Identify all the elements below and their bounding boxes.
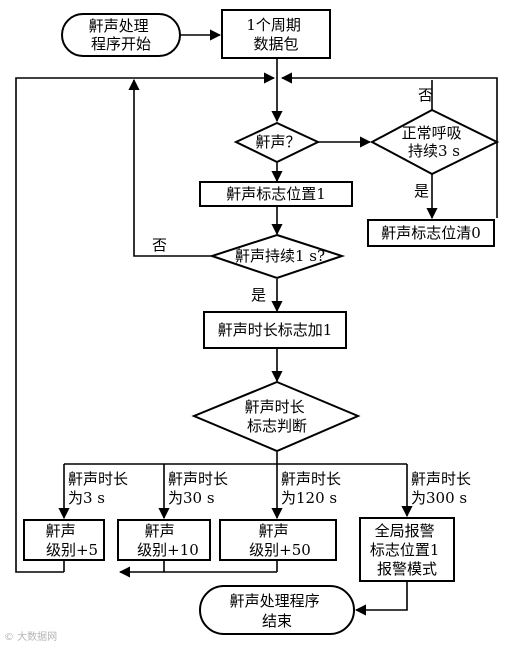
- snore-1s-label: 鼾声持续1 s?: [235, 247, 325, 265]
- snore-1s-diamond: [208, 233, 346, 280]
- connector-1s-no: [128, 78, 212, 257]
- end-terminator: [199, 585, 355, 635]
- level50-label: 鼾声 级别+50: [249, 522, 311, 559]
- flag-clear-label: 鼾声标志位清0: [381, 224, 481, 242]
- label-duration-30s: 鼾声时长 为30 s: [168, 470, 233, 507]
- duration-judge-diamond: [191, 380, 361, 453]
- label-duration-300s: 鼾声时长 为300 s: [411, 470, 476, 507]
- snore-check-label: 鼾声？: [255, 133, 300, 151]
- watermark: © 大数据网: [4, 630, 57, 643]
- level10-label: 鼾声 级别+10: [137, 522, 199, 559]
- alarm-box: [359, 517, 455, 582]
- connector-outer-loop: [15, 72, 276, 573]
- level50-box: [219, 519, 337, 561]
- end-label: 鼾声处理程序 结束: [230, 592, 325, 630]
- duration-inc-label: 鼾声时长标志加1: [218, 321, 333, 339]
- normal-breath-diamond: [369, 108, 500, 176]
- label-no-top: 否: [418, 86, 433, 104]
- flag-clear-box: [367, 219, 495, 247]
- snore-check-diamond: [233, 121, 321, 164]
- connector-clear-return: [280, 72, 498, 218]
- label-no-left: 否: [152, 236, 167, 254]
- duration-judge-label: 鼾声时长 标志判断: [245, 398, 310, 435]
- level5-box: [23, 519, 105, 561]
- label-duration-3s: 鼾声时长 为3 s: [68, 470, 133, 507]
- duration-inc-box: [203, 311, 347, 349]
- level5-label: 鼾声 级别+5: [46, 522, 98, 559]
- label-yes-mid: 是: [414, 182, 429, 200]
- label-duration-120s: 鼾声时长 为120 s: [281, 470, 346, 507]
- flag-set-label: 鼾声标志位置1: [226, 185, 326, 203]
- start-terminator: [61, 13, 181, 57]
- flag-set-box: [199, 181, 353, 207]
- level10-box: [117, 519, 211, 561]
- packet-label: 1个周期 数据包: [246, 16, 305, 53]
- connector-alarm-to-end: [354, 582, 408, 616]
- start-label: 鼾声处理 程序开始: [89, 17, 154, 53]
- label-yes-low: 是: [251, 286, 266, 304]
- normal-breath-label: 正常呼吸 持续3 s: [402, 124, 467, 160]
- packet-box: [221, 9, 331, 59]
- alarm-label: 全局报警 标志位置1 报警模式: [370, 522, 444, 578]
